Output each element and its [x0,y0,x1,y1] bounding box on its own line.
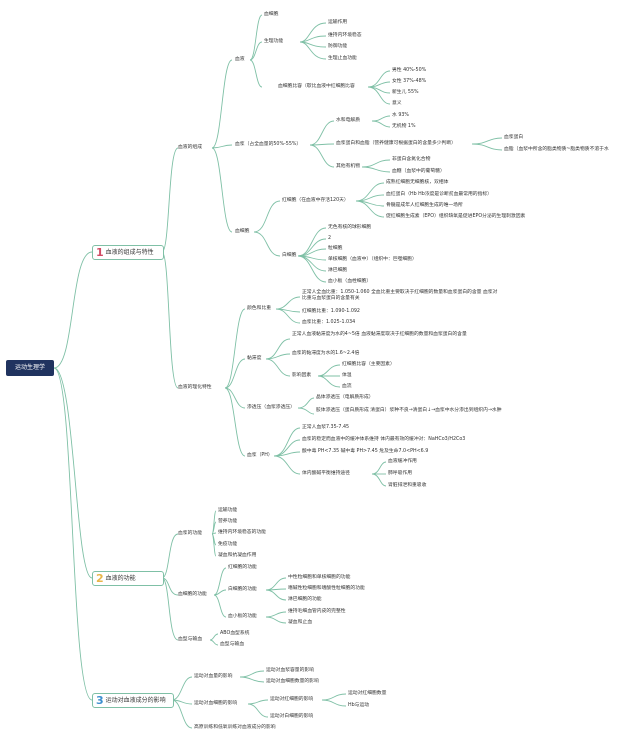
node-buffer-3[interactable]: 肾脏排泄和重吸收 [388,483,427,488]
node-factor-2[interactable]: 体温 [342,373,352,378]
node-osmotic-2[interactable]: 胶体渗透压（蛋白质形成 清蛋白）浆种不良→清蛋白↓→血浆中水分渗出到组织内→水肿 [316,408,502,413]
node-plt-fn-1[interactable]: 维持毛细血管内皮的完整性 [288,609,346,614]
node-water[interactable]: 水和电解质 [336,118,360,123]
node-protein-2[interactable]: 血脂（血浆中所含的脂类物质~脂类物质不溶于水 [504,147,609,152]
node-hct-1[interactable]: 男性 40%-50% [392,68,427,73]
section-1-label: 血液的组成与特性 [105,249,154,256]
node-rbc-effect-1[interactable]: 运动对红细胞数量 [348,691,387,696]
node-wbc-effect[interactable]: 运动对白细胞的影响 [270,714,314,719]
node-osmotic[interactable]: 渗透压（血浆渗透压） [247,405,295,410]
node-altitude[interactable]: 高原训练和低氧训练对血液成分的影响 [194,725,276,730]
node-rbc-effect[interactable]: 运动对红细胞的影响 [270,697,314,702]
node-bloodtype-2[interactable]: 血型与输血 [220,642,244,647]
node-wbc-3[interactable]: 粒细胞 [328,246,343,251]
node-plt-fn[interactable]: 血小板的功能 [228,614,257,619]
node-wbc-fn[interactable]: 白细胞的功能 [228,587,257,592]
node-wbc-fn-2[interactable]: 嗜碱性粒细胞和嗜酸性粒细胞的功能 [288,586,365,591]
node-plasma-fn[interactable]: 血浆的功能 [178,531,202,536]
node-cell-fn[interactable]: 血细胞的功能 [178,592,207,597]
node-rbc-4[interactable]: 促红细胞生成素（EPO）组织缺氧是促进EPO分泌的生理刺激因素 [386,214,526,219]
node-density-2[interactable]: 红细胞比重：1.090-1.092 [302,309,360,314]
node-organic[interactable]: 其他有机物 [336,164,360,169]
node-hct-2[interactable]: 女性 37%-48% [392,79,427,84]
node-rbc-fn[interactable]: 红细胞的功能 [228,565,257,570]
node-wbc-5[interactable]: 淋巴细胞 [328,268,348,273]
section-1-number: 1 [96,246,104,259]
node-volume[interactable]: 运动对血量的影响 [194,674,233,679]
node-cell-composition[interactable]: 血细胞 [235,229,250,234]
node-density-1[interactable]: 正常人全血比重：1.050-1.060 全血比重主要取决于红细胞的数量和血浆蛋白… [302,290,498,301]
node-water-1[interactable]: 水 93% [392,113,409,118]
node-organic-1[interactable]: 非蛋白含氮化合物 [392,157,431,162]
node-wbc-fn-1[interactable]: 中性粒细胞和单核细胞的功能 [288,575,351,580]
node-hct-3[interactable]: 新生儿 55% [392,90,419,95]
node-osmotic-1[interactable]: 晶体渗透压（电解质形成） [316,395,374,400]
node-water-2[interactable]: 无机物 1% [392,124,416,129]
node-ph-1[interactable]: 正常人血浆7.35-7.45 [302,425,350,430]
node-rbc-2[interactable]: 血红蛋白（Hb Hb浓度是诊断贫血最常用的指标） [386,192,492,197]
node-physio-3[interactable]: 防御功能 [328,44,348,49]
node-physio[interactable]: 生理功能 [264,39,284,44]
node-density[interactable]: 颜色和比重 [247,306,271,311]
node-rbc[interactable]: 红细胞（在血液中存活120天） [282,198,349,203]
node-density-3[interactable]: 血浆比重：1.025-1.034 [302,320,356,325]
node-protein[interactable]: 血浆蛋白和血脂（营养健康可根据蛋白的含量多少判断） [336,141,456,146]
node-ph-3[interactable]: 酸中毒 PH<7.35 碱中毒 PH>7.45 危及生命7.0<PH<6.9 [302,449,429,454]
node-wbc-2[interactable]: 2 [328,236,332,241]
node-blood-cells-top[interactable]: 血细胞 [264,12,279,17]
node-protein-1[interactable]: 血浆蛋白 [504,135,524,140]
node-physio-1[interactable]: 运输作用 [328,20,348,25]
node-rbc-3[interactable]: 骨髓是成年人红细胞生成的唯一场所 [386,203,463,208]
node-bloodtype-1[interactable]: ABO血型系统 [220,631,250,636]
section-2-label: 血液的功能 [105,575,136,582]
node-hct-4[interactable]: 意义 [392,101,402,106]
node-rbc-effect-2[interactable]: Hb与运动 [348,703,370,708]
node-buffer-2[interactable]: 肺呼吸作用 [388,471,412,476]
node-wbc-4[interactable]: 单核细胞（血液中）（组织中：巨噬细胞） [328,257,417,262]
node-viscosity-1[interactable]: 正常人血液黏滞度为水的4~5倍 血液黏滞度取决于红细胞的数量和血浆蛋白的含量 [292,332,467,337]
node-wbc-6[interactable]: 血小板（血栓细胞） [328,279,372,284]
node-plasma[interactable]: 血浆（占全血量的50%-55%） [235,142,302,147]
node-wbc-1[interactable]: 无色有核的球形细胞 [328,225,372,230]
node-wbc[interactable]: 白细胞 [282,253,297,258]
node-ph-2[interactable]: 血浆的稳定而血液中的缓冲体系维持 体内最有效的缓冲对：NaHCo3/H2Co3 [302,437,466,442]
node-factor[interactable]: 影响因素 [292,373,312,378]
node-plasma-fn-1[interactable]: 运输功能 [218,508,238,513]
node-volume-1[interactable]: 运动对血浆容量的影响 [266,668,314,673]
section-3-label: 运动对血液成分的影响 [105,697,166,704]
node-plt-fn-2[interactable]: 凝血和止血 [288,620,312,625]
section-2-number: 2 [96,572,104,585]
node-viscosity[interactable]: 黏滞度 [247,356,262,361]
node-physio-4[interactable]: 生理止血功能 [328,56,357,61]
node-buffer-1[interactable]: 血液缓冲作用 [388,459,417,464]
node-physio-2[interactable]: 维持内环境稳态 [328,33,362,38]
node-factor-1[interactable]: 红细胞比容（主要因素） [342,362,395,367]
node-bloodtype[interactable]: 血型与输血 [178,637,202,642]
section-3-number: 3 [96,694,104,707]
node-wbc-fn-3[interactable]: 淋巴细胞的功能 [288,597,322,602]
root-node[interactable]: 运动生理学 [6,360,54,376]
node-factor-3[interactable]: 血流 [342,384,352,389]
node-cells-effect[interactable]: 运动对血细胞的影响 [194,701,238,706]
node-plasma-fn-3[interactable]: 维持内环境稳态的功能 [218,530,266,535]
node-plasma-fn-4[interactable]: 免疫功能 [218,542,238,547]
node-hematocrit[interactable]: 血细胞比容（歇比血液中红细胞比容 [278,84,355,89]
node-ph[interactable]: 血浆（PH） [247,453,273,458]
node-plasma-fn-5[interactable]: 凝血和抗凝血作用 [218,553,257,558]
node-organic-2[interactable]: 血糖（血浆中的葡萄糖） [392,169,445,174]
node-blood[interactable]: 血液 [235,57,245,62]
node-viscosity-2[interactable]: 血浆的黏滞度为水的1.6~2.4倍 [292,351,360,356]
node-plasma-fn-2[interactable]: 营养功能 [218,519,238,524]
node-buffer[interactable]: 体内酸碱平衡维持途径 [302,471,350,476]
node-physprop[interactable]: 血液的理化特性 [178,385,212,390]
node-volume-2[interactable]: 运动对血细胞数量的影响 [266,679,319,684]
node-composition[interactable]: 血液的组成 [178,145,202,150]
node-rbc-1[interactable]: 成熟红细胞无细胞核，双相体 [386,180,449,185]
